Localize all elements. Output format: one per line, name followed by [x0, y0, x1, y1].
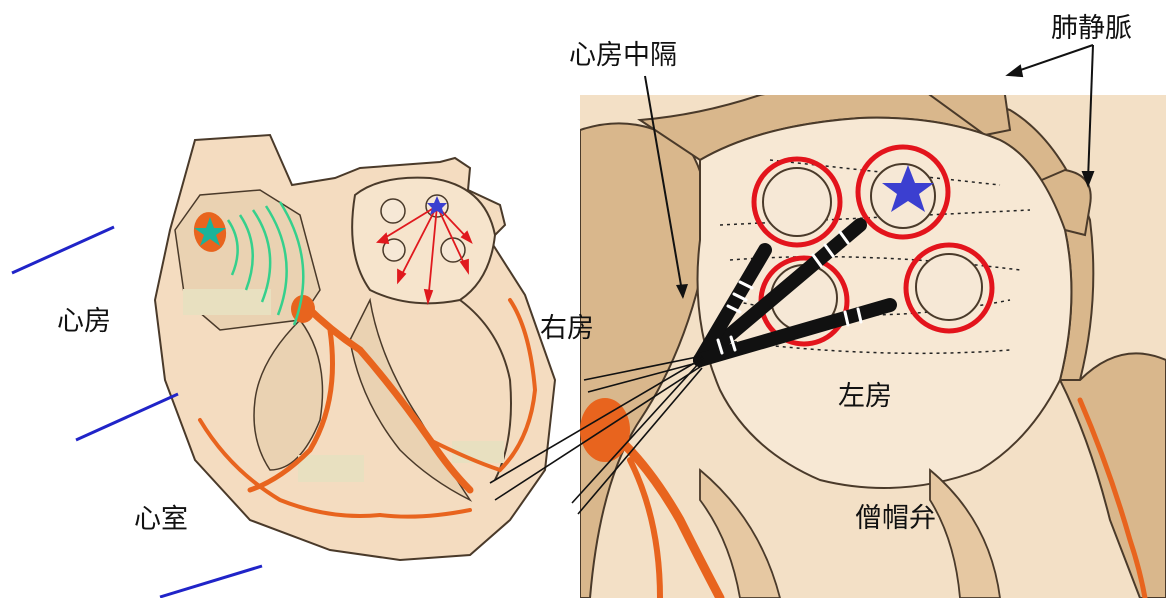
- label-atrial-septum: 心房中隔: [569, 40, 677, 71]
- label-mitral-valve: 僧帽弁: [855, 503, 936, 534]
- label-right-atrium: 右房: [540, 313, 594, 344]
- label-left-atrium: 左房: [838, 381, 892, 412]
- whole-heart-illustration: [155, 135, 555, 560]
- label-ventricle: 心室: [134, 504, 188, 535]
- av-node: [291, 295, 315, 323]
- label-atrium: 心房: [57, 306, 111, 337]
- label-pulmonary-veins: 肺静脈: [1051, 13, 1132, 44]
